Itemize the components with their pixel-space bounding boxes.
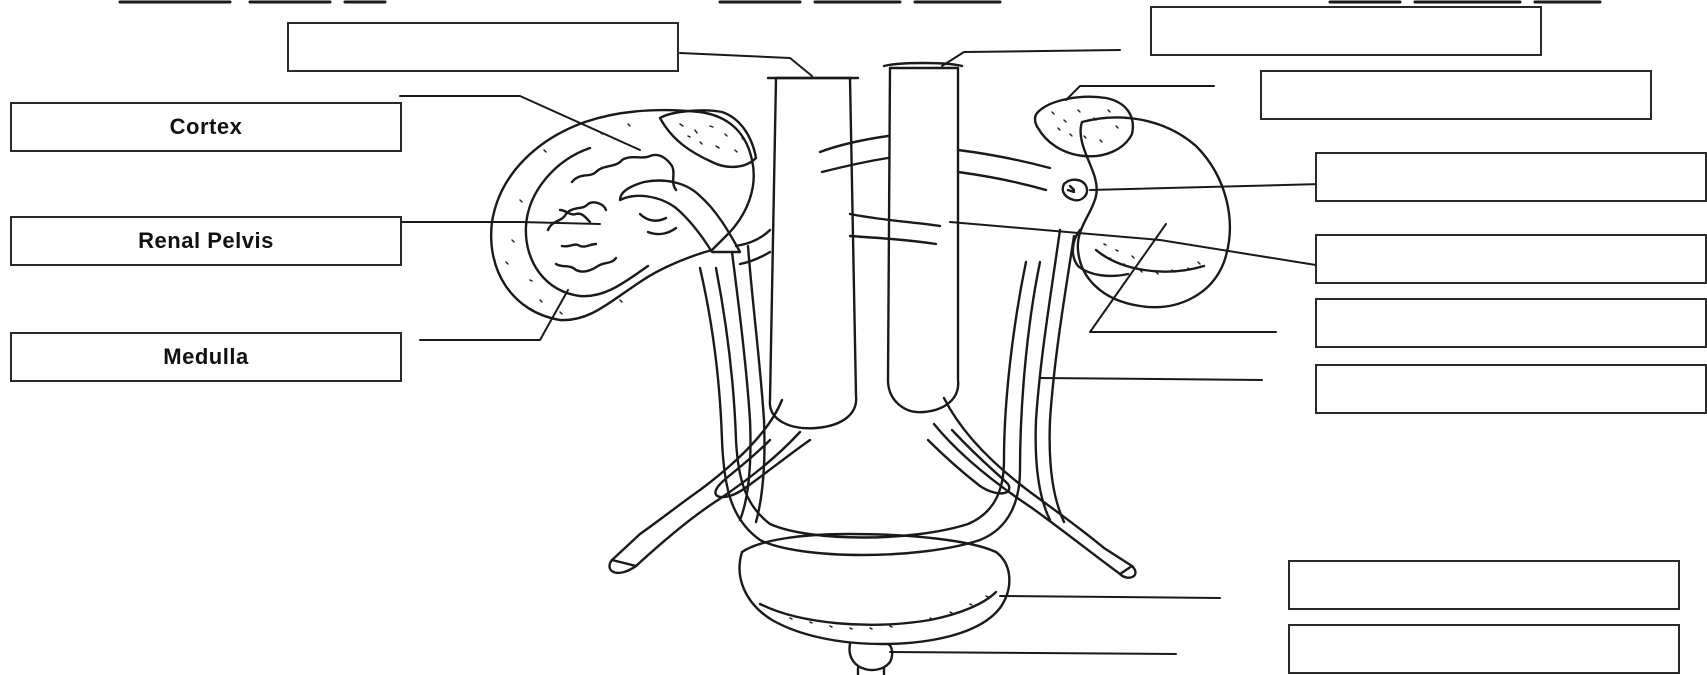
- label-box-medulla[interactable]: Medulla: [10, 332, 402, 382]
- label-box-cortex[interactable]: Cortex: [10, 102, 402, 152]
- right-adrenal-stipple: [1052, 110, 1118, 142]
- left-adrenal-gland: [660, 110, 756, 167]
- right-kidney: [1035, 97, 1230, 522]
- label-box-renal-pelvis[interactable]: Renal Pelvis: [10, 216, 402, 266]
- urethra: [850, 644, 893, 670]
- label-box-right-4[interactable]: [1315, 298, 1707, 348]
- label-box-top-right[interactable]: [1150, 6, 1542, 56]
- label-box-bottom-1[interactable]: [1288, 560, 1680, 610]
- label-box-right-5[interactable]: [1315, 364, 1707, 414]
- label-box-top-left[interactable]: [287, 22, 679, 72]
- label-box-right-2[interactable]: [1315, 152, 1707, 202]
- label-box-right-3[interactable]: [1315, 234, 1707, 284]
- label-box-right-1[interactable]: [1260, 70, 1652, 120]
- right-ureter: [1036, 230, 1060, 520]
- left-cortex-stipple: [506, 124, 630, 314]
- ureter-loop: [700, 262, 1040, 555]
- iliac-vessels: [609, 398, 1135, 578]
- left-medulla: [572, 155, 676, 190]
- inferior-vena-cava: [736, 78, 940, 428]
- label-box-bottom-2[interactable]: [1288, 624, 1680, 674]
